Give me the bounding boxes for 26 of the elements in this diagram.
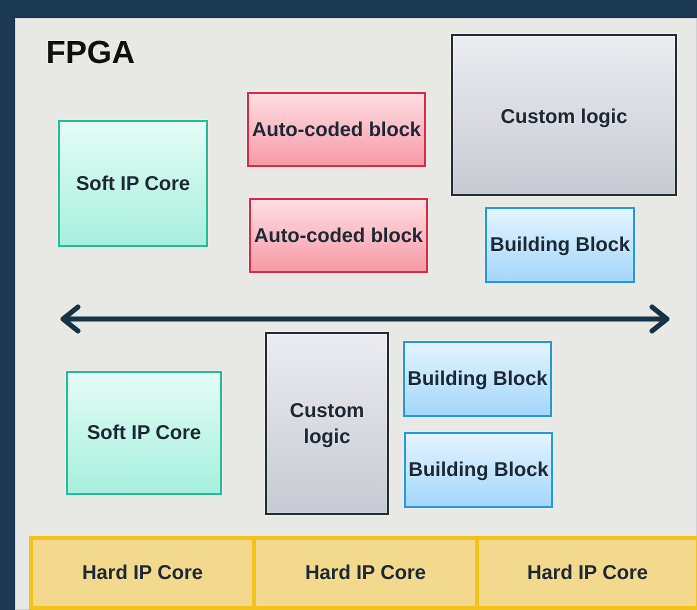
auto-coded-block [247, 92, 426, 167]
block-label: Hard IP Core [305, 561, 426, 586]
building-block [404, 432, 553, 508]
building-block [403, 341, 552, 417]
hard-ip-core-block [477, 538, 697, 608]
block-label: Auto-coded block [252, 118, 421, 142]
hard-ip-core-block [31, 538, 254, 608]
block-label: Building Block [408, 367, 548, 392]
block-label: Hard IP Core [82, 561, 203, 586]
block-label: Hard IP Core [527, 561, 648, 586]
block-label: Auto-coded block [254, 224, 423, 248]
block-label: Building Block [408, 458, 548, 483]
block-label: Soft IP Core [86, 421, 202, 446]
soft-ip-core-block [58, 120, 208, 247]
soft-ip-core-block [66, 371, 222, 495]
custom-logic-block [451, 34, 677, 196]
block-label: Building Block [490, 233, 630, 258]
block-label: Custom logic [500, 105, 628, 130]
auto-coded-block [249, 198, 428, 273]
panel-title: FPGA [46, 33, 135, 71]
block-label: Custom logic [288, 398, 366, 450]
fpga-panel [15, 18, 697, 610]
block-label: Soft IP Core [76, 172, 190, 196]
hard-ip-core-block [254, 538, 477, 608]
building-block [485, 207, 635, 283]
custom-logic-block [265, 332, 389, 515]
